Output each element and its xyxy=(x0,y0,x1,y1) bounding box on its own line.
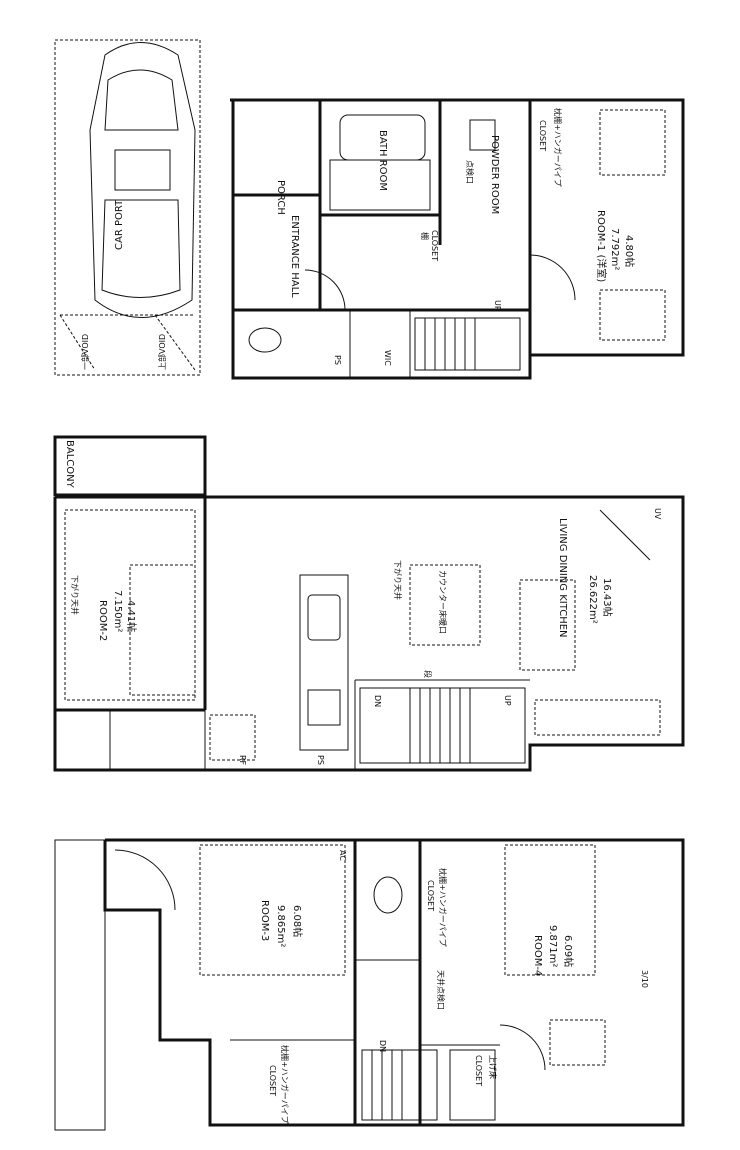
balcony-area xyxy=(53,435,207,497)
room2-ceiling-label: 下がり天井 xyxy=(70,575,80,615)
stairs-ground xyxy=(414,317,521,371)
ldk-name-label: LIVING DINING KITCHEN xyxy=(557,518,568,638)
room3-tatami-label: 6.08帖 xyxy=(291,905,304,937)
stairs-top xyxy=(361,1049,438,1121)
closet-top-note: 枕棚+ハンガーパイプ xyxy=(553,108,563,187)
top-floor: AC ROOM-3 9.865m² 6.08帖 CLOSET 枕棚+ハンガーパイ… xyxy=(54,838,685,1131)
closet-left-label: CLOSET xyxy=(268,1065,277,1096)
slope-label: 3/10 xyxy=(640,970,649,988)
car-port-label: CAR PORT xyxy=(114,199,125,250)
up-label-middle: UP xyxy=(503,695,512,706)
room2-tatami-label: 4.41帖 xyxy=(125,600,138,632)
middle-floor: BALCONY 下がり天井 ROOM-2 7.150m² 4.41帖 RF PS… xyxy=(53,435,685,772)
car-icon xyxy=(89,42,196,318)
ref-label: RF xyxy=(238,755,247,766)
closet-top-label: CLOSET xyxy=(538,120,547,151)
room4-area-label: 9.871m² xyxy=(547,925,558,967)
room1-name-label: ROOM-1 (洋室) xyxy=(595,210,608,282)
step-label: 段 xyxy=(423,670,433,678)
drop-ceiling-label: 下がり天井 xyxy=(393,560,403,600)
toilet-icon-top xyxy=(373,876,403,914)
balcony-label: BALCONY xyxy=(64,440,75,489)
room3-name-label: ROOM-3 xyxy=(259,900,270,941)
top-floor-walls xyxy=(103,838,685,1127)
porch-label: PORCH xyxy=(275,180,286,215)
dining-table xyxy=(409,564,481,646)
room1-tatami-label: 4.80帖 xyxy=(623,235,636,267)
door-swing-room3 xyxy=(114,849,176,911)
ground-floor: CAR PORT 一部VOID 上部VOID xyxy=(54,39,685,380)
ceiling-inspection-label: 天井点検口 xyxy=(436,970,446,1010)
carport-area xyxy=(54,39,201,376)
ldk-area-label: 26.622m² xyxy=(587,575,598,624)
powder-room-label: POWDER ROOM xyxy=(489,135,500,214)
ac-label-top: AC xyxy=(338,850,347,861)
void-right-label: 上部VOID xyxy=(157,334,167,370)
wic-label: WIC xyxy=(383,350,392,366)
closet-mid-label: CLOSET xyxy=(426,880,435,911)
closet-small-label: CLOSET xyxy=(430,230,439,261)
ps-label-ground: PS xyxy=(333,355,342,365)
room1-area-label: 7.792m² xyxy=(609,228,620,270)
door-swing-room4 xyxy=(499,1024,546,1071)
ps-label-middle: PS xyxy=(316,755,325,765)
ldk-tatami-label: 16.43帖 xyxy=(601,578,614,617)
entrance-hall-label: ENTRANCE HALL xyxy=(289,215,300,298)
up-label-ground: UP xyxy=(493,300,502,311)
bath-room-label: BATH ROOM xyxy=(377,130,388,191)
sink-icon xyxy=(307,594,341,641)
room2-area-label: 7.150m² xyxy=(112,590,123,632)
counter-note-label: カウンター床暖口 xyxy=(438,570,448,634)
room2-name-label: ROOM-2 xyxy=(97,600,108,641)
closet-mid-note: 枕棚+ハンガーパイプ xyxy=(438,868,448,947)
closet-small-note: 棚 xyxy=(420,232,430,240)
toilet-icon xyxy=(248,327,282,353)
closet-br-note: 上げ床 xyxy=(488,1055,498,1079)
room4-name-label: ROOM-4 xyxy=(532,935,543,976)
room4-tatami-label: 6.09帖 xyxy=(562,935,575,967)
stove-icon xyxy=(307,689,341,726)
void-left-label: 一部VOID xyxy=(80,334,90,370)
stairs-middle xyxy=(359,687,526,764)
uv-label: UV xyxy=(653,508,662,520)
sofa xyxy=(519,579,576,671)
middle-floor-walls xyxy=(53,495,685,772)
dn-label-top: DN xyxy=(378,1040,387,1052)
closet-br-label: CLOSET xyxy=(474,1055,483,1086)
dn-label-middle: DN xyxy=(373,695,382,707)
room3-area-label: 9.865m² xyxy=(275,905,286,947)
door-swing-entrance xyxy=(304,269,346,311)
door-swing-room1 xyxy=(529,254,576,301)
washbasin-icon xyxy=(469,119,496,151)
closet-left-note: 枕棚+ハンガーパイプ xyxy=(280,1045,290,1124)
inspection-port-label: 点検口 xyxy=(465,160,475,184)
